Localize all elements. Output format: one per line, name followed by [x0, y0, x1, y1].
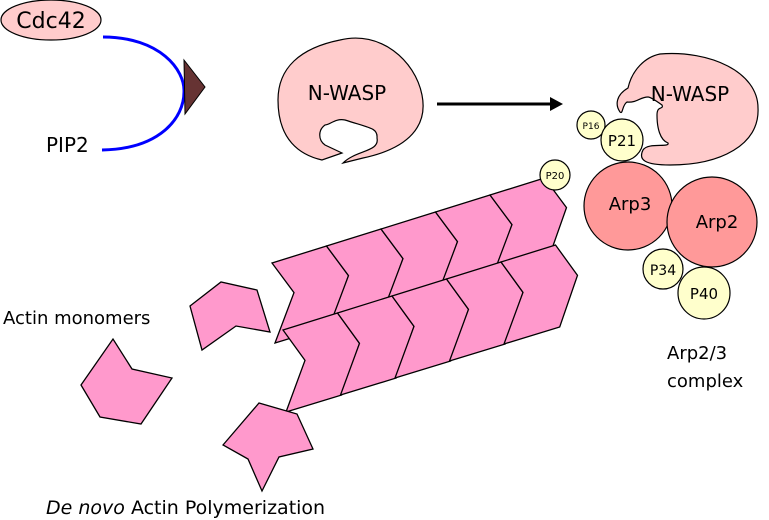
- arp23-complex: Arp3 Arp2: [583, 161, 758, 268]
- nwasp-inactive-label: N-WASP: [308, 81, 387, 105]
- nwasp-active-shape: [616, 52, 759, 166]
- p34-subunit: [642, 248, 684, 290]
- arp23-label-line1: Arp2/3: [667, 343, 727, 364]
- p34-label: P34: [650, 263, 676, 279]
- nwasp-inactive: N-WASP: [277, 37, 424, 165]
- pip2-label: PIP2: [46, 133, 89, 157]
- actin-monomer: [189, 281, 271, 352]
- arp23-label-line2: complex: [667, 371, 744, 392]
- diagram-title: De novo Actin Polymerization: [46, 497, 325, 519]
- filament-subunit: [499, 244, 579, 346]
- small-subunits: P16 P21 P20 P34 P40: [539, 110, 731, 320]
- p40-subunit: [677, 266, 731, 320]
- activation-arrow: [437, 97, 563, 111]
- p16-subunit: [576, 110, 606, 140]
- actin-monomers-label: Actin monomers: [3, 308, 150, 329]
- cdc42-ellipse: [0, 0, 102, 41]
- arp3-label: Arp3: [609, 194, 652, 215]
- p40-label: P40: [690, 285, 718, 303]
- actin-monomers: [80, 281, 314, 493]
- p21-label: P21: [608, 132, 636, 150]
- arp2-label: Arp2: [696, 212, 739, 233]
- p20-subunit: [539, 159, 571, 191]
- actin-monomer: [221, 402, 314, 493]
- p20-label: P20: [546, 171, 565, 182]
- activation-wedge: [183, 58, 206, 116]
- p16-label: P16: [583, 122, 600, 132]
- p21-subunit: [600, 118, 644, 162]
- actin-filament: [270, 177, 579, 414]
- nwasp-active-label: N-WASP: [651, 82, 730, 106]
- arp2-subunit: [666, 176, 758, 268]
- activator-connector-curve: [101, 35, 186, 152]
- actin-monomer: [80, 337, 174, 425]
- cdc42-label: Cdc42: [16, 9, 85, 34]
- nwasp-inactive-shape: [277, 37, 424, 165]
- title-italic-part: De novo: [46, 497, 125, 519]
- title-rest: Actin Polymerization: [125, 497, 325, 519]
- cdc42-node: Cdc42: [0, 0, 102, 41]
- nwasp-active: N-WASP: [616, 52, 759, 166]
